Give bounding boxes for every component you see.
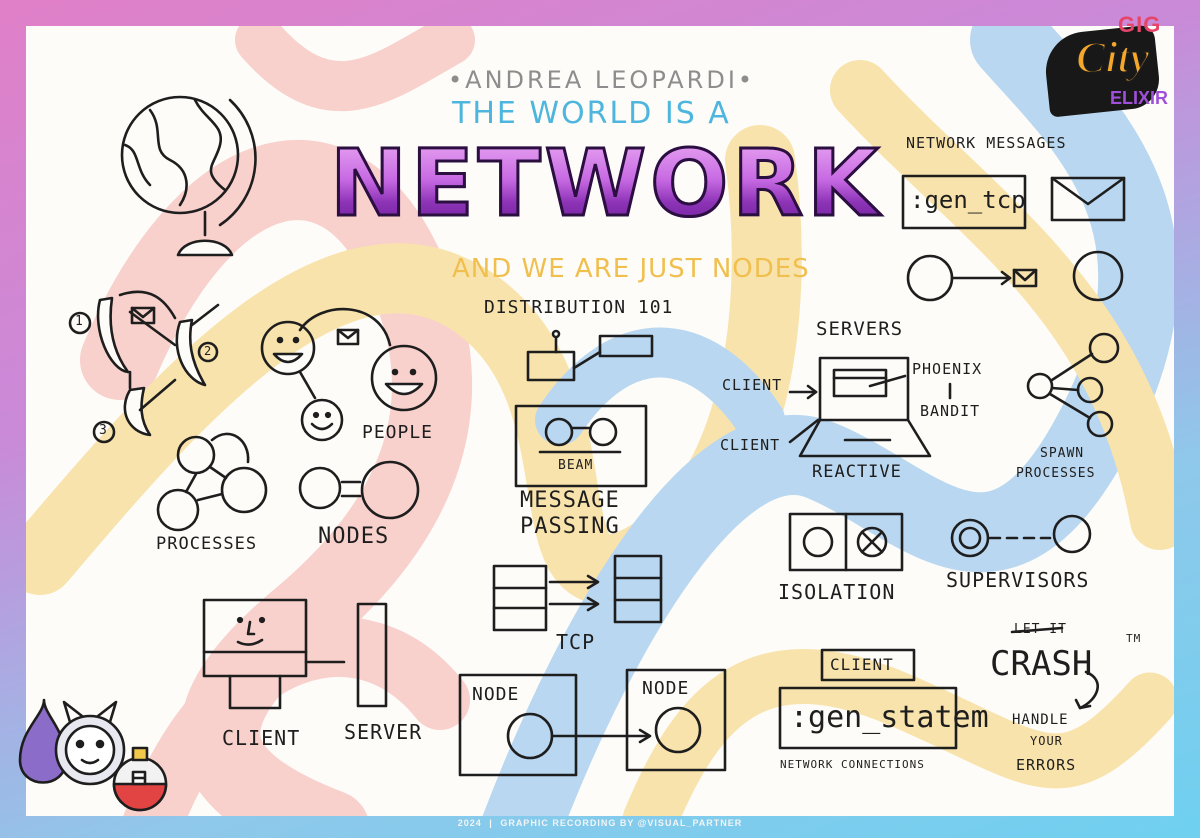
isolation-box	[788, 512, 904, 572]
crash-arrowhead	[1074, 698, 1092, 710]
crash-label: CRASH	[990, 644, 1093, 684]
node-boxes	[458, 668, 727, 777]
server-label: SERVER	[344, 720, 423, 744]
people-label: PEOPLE	[362, 422, 434, 443]
step-1-label: 1	[75, 314, 84, 329]
tcp-label: TCP	[556, 630, 596, 654]
laptop-icon	[788, 356, 952, 458]
smiley-icon	[260, 307, 438, 442]
client-label: CLIENT	[222, 726, 301, 750]
reactive-label: REACTIVE	[812, 462, 902, 482]
logo-city: City	[1075, 32, 1150, 83]
network-messages-diagram	[901, 174, 1126, 302]
message-passing-line-1: MESSAGE	[520, 488, 620, 513]
mascot-icon	[18, 698, 126, 786]
banana-icon	[68, 290, 220, 444]
beam-label: BEAM	[558, 458, 594, 473]
crash-arrow	[1078, 670, 1099, 710]
footer-year: 2024	[457, 818, 482, 828]
footer-separator: |	[489, 818, 493, 828]
beam-box	[514, 404, 648, 488]
envelope-icon	[130, 306, 156, 325]
message-passing-line-2: PASSING	[520, 514, 620, 539]
title-network: NETWORK	[328, 130, 883, 237]
process-graph	[156, 432, 268, 532]
supervisors-label: SUPERVISORS	[946, 568, 1090, 592]
footer-credit: 2024 | GRAPHIC RECORDING BY @VISUAL_PART…	[0, 818, 1200, 828]
trademark-label: TM	[1126, 632, 1142, 645]
globe-icon	[120, 95, 257, 257]
phoenix-label: PHOENIX	[912, 360, 983, 378]
processes-label: PROCESSES	[156, 534, 258, 554]
client-box-frame	[820, 648, 916, 682]
spawn-label-line-2: PROCESSES	[1016, 466, 1096, 481]
client-bottom-label: CLIENT	[720, 436, 781, 454]
client-box-label: CLIENT	[830, 655, 894, 674]
bandit-label: BANDIT	[920, 402, 981, 420]
monitor-icon	[202, 598, 388, 710]
isolation-label: ISOLATION	[778, 580, 896, 604]
event-logo: GIG City ELIXIR	[1042, 12, 1176, 118]
spawn-diagram	[1026, 332, 1120, 438]
title-line-3: AND WE ARE JUST NODES	[452, 254, 810, 284]
client-top-label: CLIENT	[722, 376, 783, 394]
gen-tcp-label: :gen_tcp	[910, 186, 1026, 214]
let-it-label: LET IT	[1014, 622, 1067, 637]
gen-statem-label: :gen_statem	[790, 700, 989, 735]
node-box-b-label: NODE	[642, 678, 690, 699]
strikethrough-line	[1010, 626, 1064, 634]
author-name: •ANDREA LEOPARDI•	[448, 66, 756, 94]
handle-line-3: ERRORS	[1016, 756, 1077, 774]
title-line-1: THE WORLD IS A	[452, 96, 731, 131]
potion-icon	[112, 746, 168, 812]
supervisor-diagram	[950, 514, 1092, 558]
network-connections-label: NETWORK CONNECTIONS	[780, 758, 925, 771]
nodes-label: NODES	[318, 524, 390, 549]
handle-line-2: YOUR	[1030, 734, 1063, 748]
router-icon	[526, 329, 654, 382]
node-pair	[298, 460, 420, 520]
handle-line-1: HANDLE	[1012, 712, 1069, 728]
tcp-diagram	[492, 554, 663, 632]
step-2-label: 2	[204, 344, 213, 358]
servers-heading: SERVERS	[816, 318, 904, 340]
footer-credit-text: GRAPHIC RECORDING BY @VISUAL_PARTNER	[500, 818, 743, 828]
network-messages-heading: NETWORK MESSAGES	[906, 134, 1067, 152]
logo-elixir: ELIXIR	[1110, 88, 1169, 108]
distribution-heading: DISTRIBUTION 101	[484, 297, 674, 318]
logo-gig: GIG	[1118, 12, 1162, 37]
gen-statem-frame	[778, 686, 958, 750]
step-3-label: 3	[99, 423, 108, 438]
spawn-label-line-1: SPAWN	[1040, 446, 1085, 461]
node-box-a-label: NODE	[472, 684, 520, 705]
